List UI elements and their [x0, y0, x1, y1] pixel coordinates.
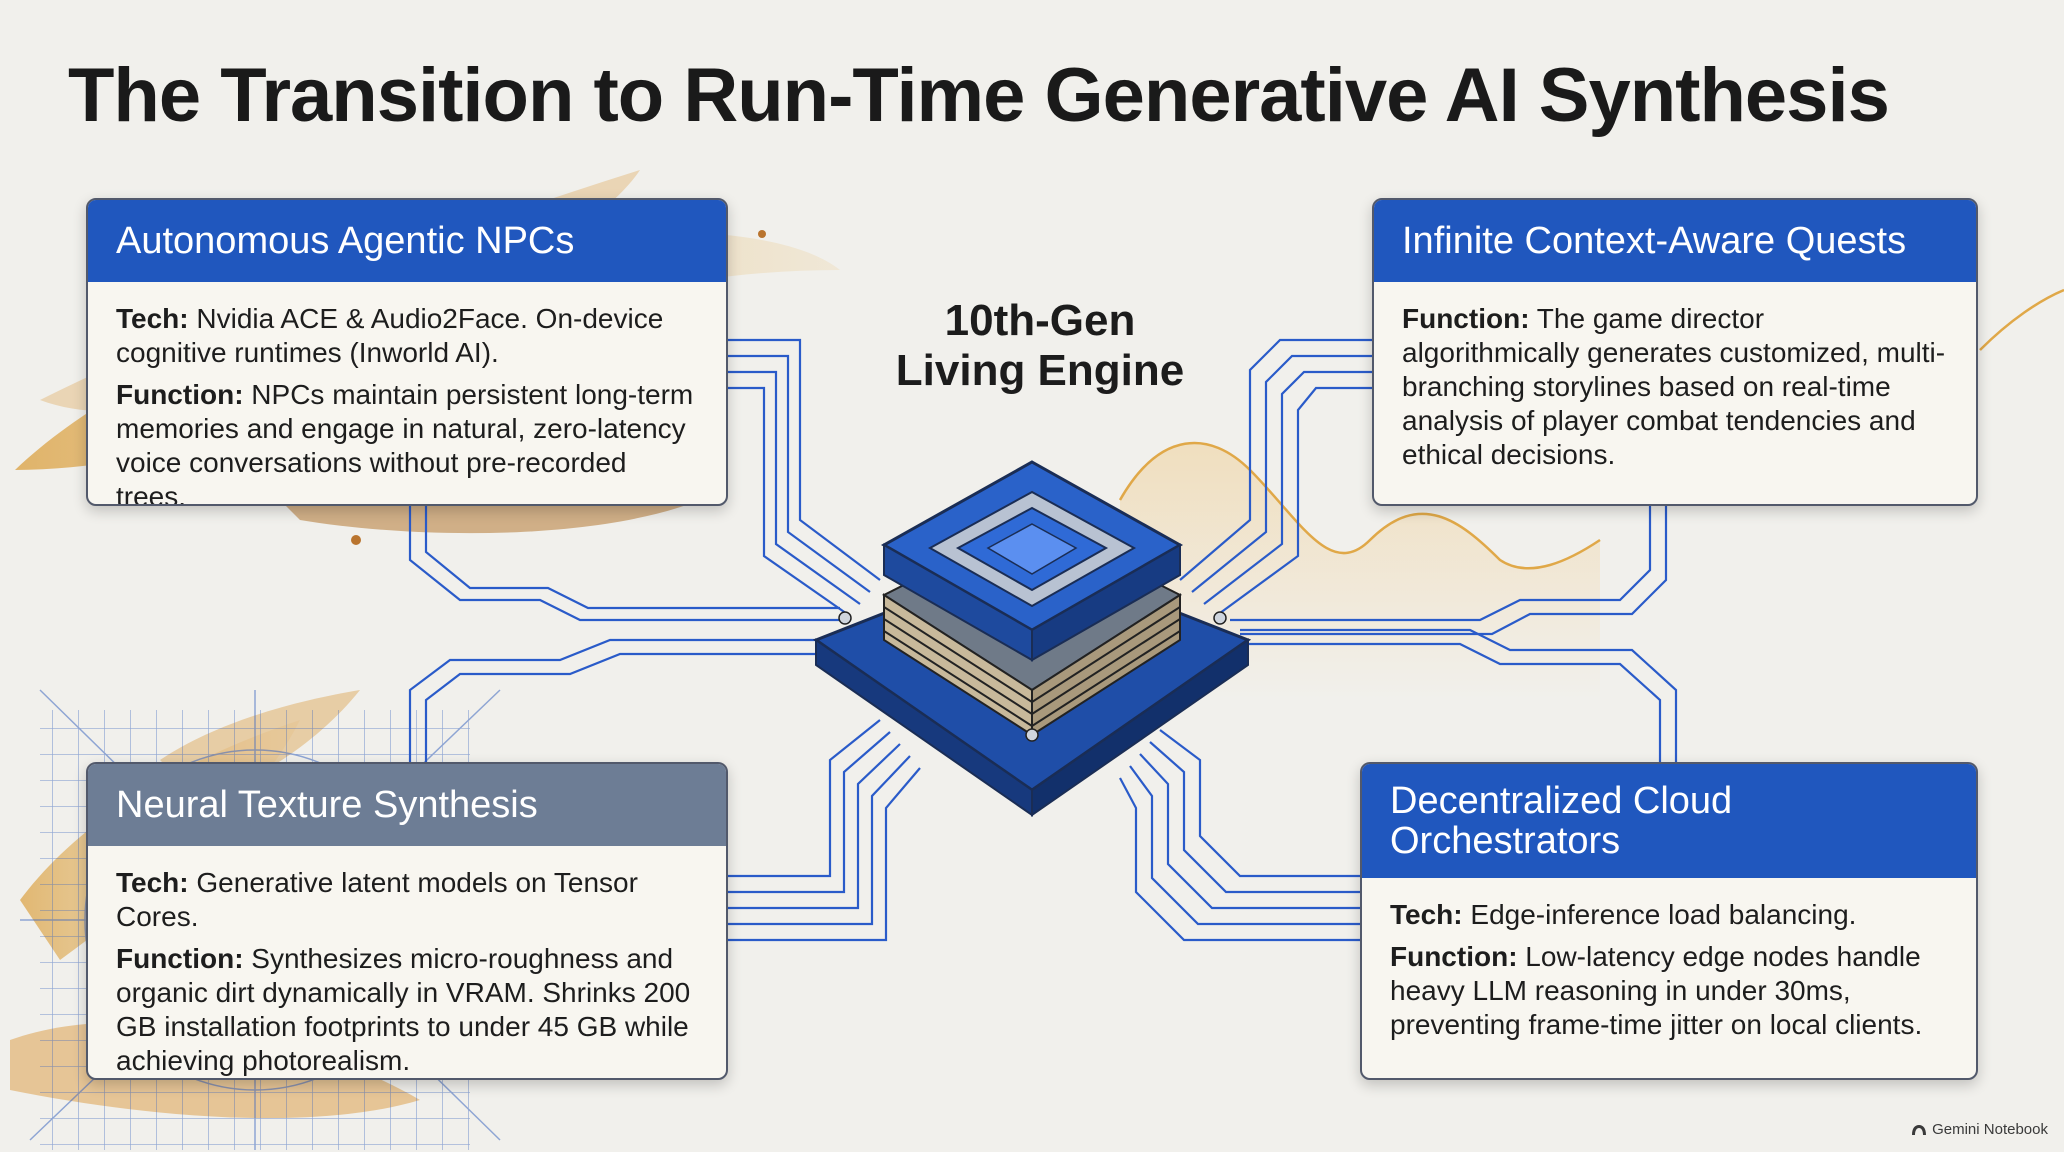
function-label: Function: [116, 943, 244, 974]
card-neural-texture-synthesis: Neural Texture Synthesis Tech: Generativ… [86, 762, 728, 1080]
function-label: Function: [1390, 941, 1518, 972]
gemini-logo-icon [1912, 1124, 1927, 1135]
tech-label: Tech: [1390, 899, 1463, 930]
function-label: Function: [116, 379, 244, 410]
card-heading: Decentralized Cloud Orchestrators [1362, 764, 1976, 878]
ai-chip-illustration [812, 460, 1252, 817]
card-function: Function: Low-latency edge nodes handle … [1390, 940, 1948, 1042]
page-title: The Transition to Run-Time Generative AI… [68, 53, 1890, 138]
function-label: Function: [1402, 303, 1530, 334]
watermark-text: Gemini Notebook [1932, 1121, 2048, 1138]
card-function: Function: Synthesizes micro-roughness an… [116, 942, 698, 1078]
card-body: Tech: Nvidia ACE & Audio2Face. On-device… [88, 282, 726, 506]
card-heading: Autonomous Agentic NPCs [88, 200, 726, 282]
card-body: Tech: Edge-inference load balancing. Fun… [1362, 878, 1976, 1042]
function-text: Low-latency edge nodes handle heavy LLM … [1390, 941, 1923, 1040]
card-tech: Tech: Edge-inference load balancing. [1390, 898, 1948, 932]
card-autonomous-agentic-npcs: Autonomous Agentic NPCs Tech: Nvidia ACE… [86, 198, 728, 506]
function-text: Synthesizes micro-roughness and organic … [116, 943, 691, 1076]
card-heading: Infinite Context-Aware Quests [1374, 200, 1976, 282]
function-text: The game director algorithmically genera… [1402, 303, 1946, 470]
watermark: Gemini Notebook [1911, 1121, 2048, 1138]
card-heading: Neural Texture Synthesis [88, 764, 726, 846]
engine-label-line2: Living Engine [895, 346, 1185, 395]
card-decentralized-cloud-orchestrators: Decentralized Cloud Orchestrators Tech: … [1360, 762, 1978, 1080]
function-text: NPCs maintain persistent long-term memor… [116, 379, 694, 506]
card-tech: Tech: Nvidia ACE & Audio2Face. On-device… [116, 302, 698, 370]
card-body: Function: The game director algorithmica… [1374, 282, 1976, 472]
tech-label: Tech: [116, 303, 189, 334]
tech-text: Edge-inference load balancing. [1462, 899, 1857, 930]
engine-label-line1: 10th-Gen [944, 296, 1136, 345]
card-function: Function: NPCs maintain persistent long-… [116, 378, 698, 506]
tech-text: Nvidia ACE & Audio2Face. On-device cogni… [116, 303, 664, 368]
card-body: Tech: Generative latent models on Tensor… [88, 846, 726, 1078]
card-function: Function: The game director algorithmica… [1402, 302, 1948, 472]
circuit-traces [408, 338, 1678, 942]
tech-label: Tech: [116, 867, 189, 898]
tech-text: Generative latent models on Tensor Cores… [116, 867, 638, 932]
card-tech: Tech: Generative latent models on Tensor… [116, 866, 698, 934]
card-infinite-context-aware-quests: Infinite Context-Aware Quests Function: … [1372, 198, 1978, 506]
engine-label: 10th-Gen Living Engine [880, 296, 1200, 396]
